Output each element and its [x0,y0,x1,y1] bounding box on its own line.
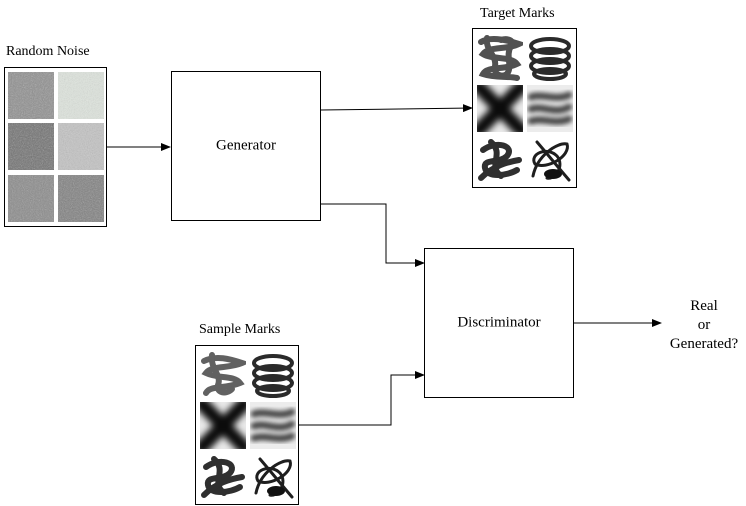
noise-image [58,72,104,119]
noise-image [8,123,54,170]
loop-thin-mark-image [527,136,573,183]
spiral-mark-image [527,34,573,81]
output-line-real: Real [690,298,718,314]
output-line-or: or [697,317,711,333]
loop-stroke-mark-image [200,453,246,500]
sample-marks-panel [195,345,299,505]
arrow-generator-to-discriminator [321,203,425,267]
blur-x-mark-image [472,80,528,137]
discriminator-box: Discriminator [424,248,574,398]
random-noise-panel [4,67,107,227]
target-marks-panel [472,28,577,188]
blur-stroke-mark-image [250,402,296,449]
noise-image [58,175,104,222]
random-noise-title: Random Noise [6,44,90,59]
output-label: Real or Generated? [664,297,744,354]
loop-stroke-mark-image [477,136,523,183]
blur-stroke-mark-image [527,85,573,132]
scribble-mark-image [477,34,527,81]
generator-label: Generator [216,137,276,154]
output-line-generated: Generated? [669,336,739,352]
spiral-mark-image [250,351,296,398]
sample-marks-title: Sample Marks [199,322,281,337]
loop-thin-mark-image [250,453,296,500]
blur-x-mark-image [195,397,251,454]
arrow-generator-to-target-marks [320,104,473,113]
noise-image [8,175,54,222]
discriminator-label: Discriminator [457,314,541,331]
arrow-sample-marks-to-discriminator [299,371,425,426]
noise-image [58,123,104,170]
scribble-mark-image [200,351,251,398]
target-marks-title: Target Marks [480,6,555,21]
noise-image [8,72,54,119]
generator-box: Generator [171,71,321,221]
